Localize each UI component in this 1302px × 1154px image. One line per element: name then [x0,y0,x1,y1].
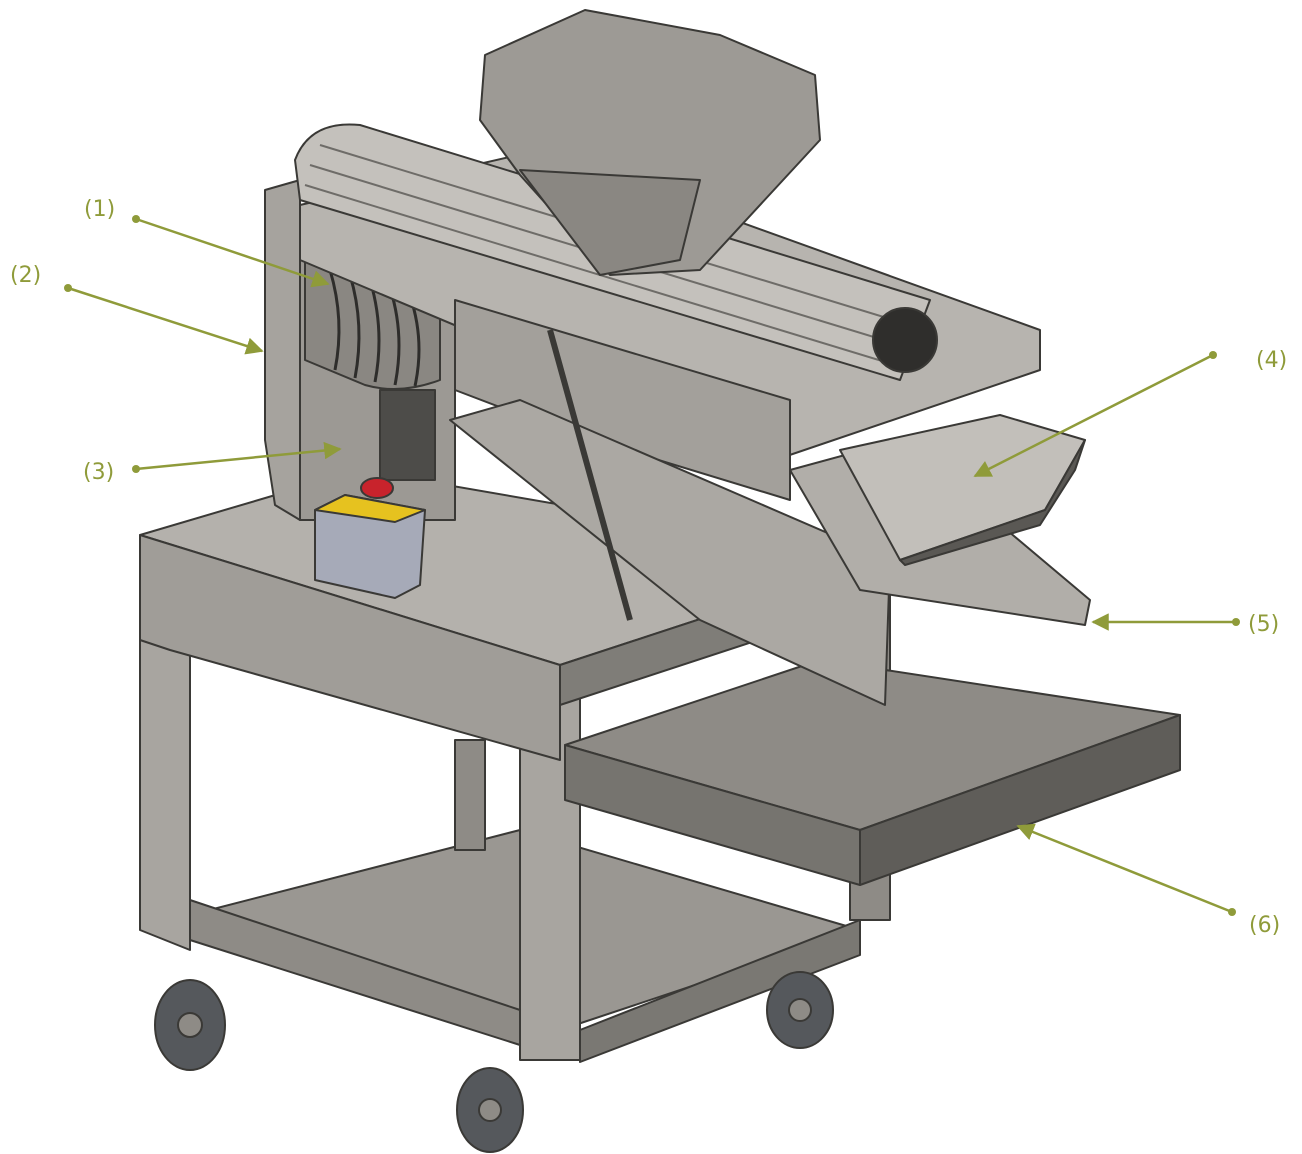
callout-label-3: (3) [83,460,115,485]
trough-side [454,299,791,501]
callout-label-6: (6) [1249,913,1281,938]
lower-rail-front [189,899,521,1046]
callout-label-1: (1) [84,197,116,222]
control-box-lid [314,494,426,523]
hopper-neck [519,169,701,276]
estop-button [360,477,394,499]
lower-rail-side [579,919,861,1063]
callout-label-4: (4) [1256,348,1288,373]
side-housing [264,179,301,521]
callout-leader-4 [973,351,1217,478]
machine-drawing [139,9,1181,1153]
caster-hubs [177,998,812,1122]
callout-leader-3 [132,441,342,473]
table-apron-front [139,534,561,761]
callout-leader-5 [1091,613,1240,631]
discharge-chute [449,399,891,706]
callout-leader-6 [1016,823,1236,916]
callout-label-5: (5) [1248,612,1280,637]
callout-label-2: (2) [10,263,42,288]
callout-leader-2 [64,284,264,355]
motor [379,389,436,481]
drum-wheel [872,307,938,373]
back-leg [454,739,486,851]
pull-out-tray-side [564,744,861,886]
collection-tray-front [899,439,1086,566]
gas-strut [547,329,633,621]
callout-leader-1 [132,215,330,288]
callout-leaders [64,215,1240,916]
